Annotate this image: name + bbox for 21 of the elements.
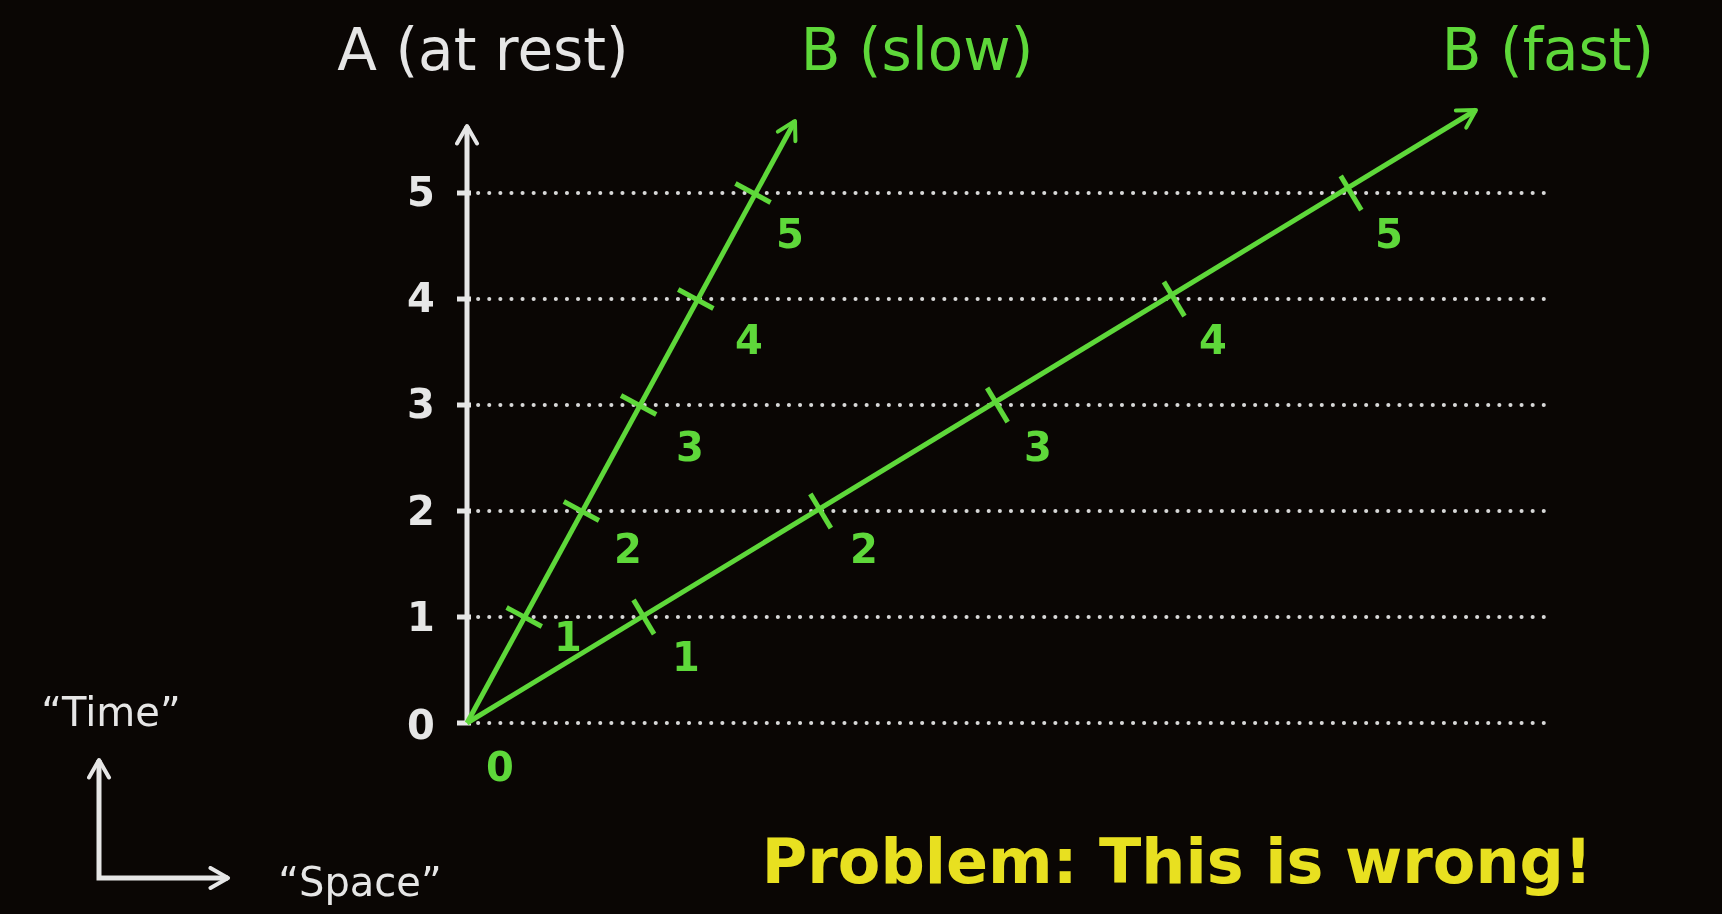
tick-label: 4 [735, 320, 763, 360]
tick-label: 4 [407, 278, 435, 318]
tick-label: 5 [407, 172, 435, 212]
tick-label: 0 [407, 705, 435, 745]
tick-label: 3 [407, 384, 435, 424]
tick-label: 5 [1375, 214, 1403, 254]
axis-label: “Time” [41, 692, 181, 732]
tick-label: 1 [407, 597, 435, 637]
tick-label: 3 [1024, 427, 1052, 467]
tick-label: 1 [672, 637, 700, 677]
tick-label: 0 [486, 747, 514, 787]
tick-label: 2 [850, 529, 878, 569]
tick-label: 1 [554, 617, 582, 657]
tick-label: 2 [407, 491, 435, 531]
tick-label: 4 [1199, 320, 1227, 360]
tick-label: 2 [614, 529, 642, 569]
tick-label: 5 [776, 214, 804, 254]
line-title: B (slow) [800, 21, 1034, 79]
tick-label: 3 [676, 427, 704, 467]
axis-title: A (at rest) [337, 21, 629, 79]
line-title: B (fast) [1441, 21, 1655, 79]
